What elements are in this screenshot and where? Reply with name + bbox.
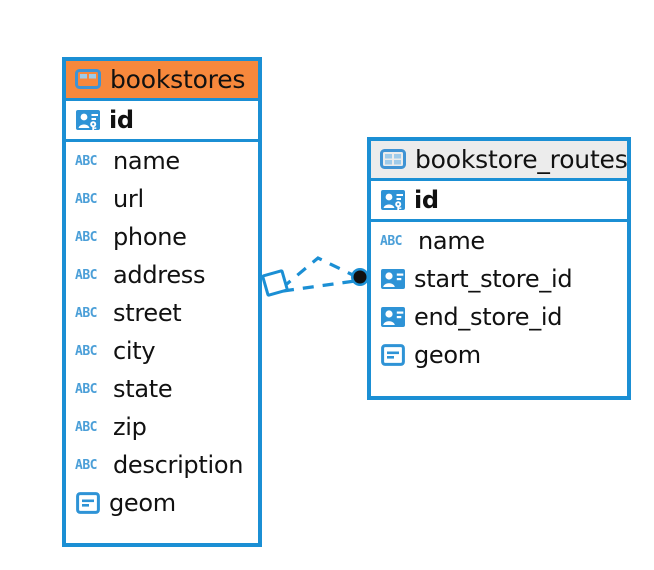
field-row[interactable]: end_store_id <box>371 298 627 336</box>
field-label: address <box>113 261 206 289</box>
field-row[interactable]: geom <box>66 484 258 522</box>
entity-bookstores-header[interactable]: bookstores <box>66 61 258 101</box>
abc-text-icon: ABC <box>75 381 97 397</box>
field-label: end_store_id <box>414 303 563 331</box>
abc-text-icon: ABC <box>75 153 97 169</box>
field-row[interactable]: ABC street <box>66 294 258 332</box>
field-row[interactable]: ABC description <box>66 446 258 484</box>
field-row[interactable]: ABC phone <box>66 218 258 256</box>
field-row[interactable]: ABC name <box>66 142 258 180</box>
abc-text-icon: ABC <box>75 343 97 359</box>
abc-text-icon: ABC <box>380 233 402 249</box>
entity-bookstores-title: bookstores <box>110 64 246 94</box>
foreign-key-icon <box>380 304 406 330</box>
abc-text-icon: ABC <box>75 229 97 245</box>
field-label: description <box>113 451 244 479</box>
entity-bookstore-routes-header[interactable]: bookstore_routes <box>371 141 628 181</box>
abc-text-icon: ABC <box>75 191 97 207</box>
field-row[interactable]: ABC zip <box>66 408 258 446</box>
field-row[interactable]: ABC address <box>66 256 258 294</box>
field-row[interactable]: ABC city <box>66 332 258 370</box>
field-label: geom <box>414 341 481 369</box>
field-label: zip <box>113 413 147 441</box>
foreign-key-icon <box>380 266 406 292</box>
field-row[interactable]: ABC url <box>66 180 258 218</box>
field-row[interactable]: geom <box>371 336 627 374</box>
table-icon <box>75 66 101 92</box>
field-row[interactable]: id <box>66 101 258 142</box>
field-row[interactable]: ABC state <box>66 370 258 408</box>
primary-key-icon <box>75 107 101 133</box>
field-label: street <box>113 299 182 327</box>
table-icon <box>380 146 406 172</box>
abc-text-icon: ABC <box>75 419 97 435</box>
field-row[interactable]: start_store_id <box>371 260 627 298</box>
relationship-line-upper <box>280 256 358 290</box>
abc-text-icon: ABC <box>75 457 97 473</box>
geometry-icon <box>75 490 101 516</box>
field-label: name <box>113 147 180 175</box>
field-label: id <box>109 106 134 134</box>
field-row[interactable]: ABC name <box>371 222 627 260</box>
abc-text-icon: ABC <box>75 305 97 321</box>
relationship-line-lower <box>282 279 356 293</box>
field-label: id <box>414 186 439 214</box>
entity-bookstore-routes[interactable]: bookstore_routes id ABC name <box>367 137 631 400</box>
field-label: state <box>113 375 173 403</box>
field-label: phone <box>113 223 187 251</box>
primary-key-icon <box>380 187 406 213</box>
field-label: url <box>113 185 144 213</box>
entity-bookstore-routes-title: bookstore_routes <box>415 144 628 174</box>
field-label: geom <box>109 489 176 517</box>
abc-text-icon: ABC <box>75 267 97 283</box>
entity-bookstores[interactable]: bookstores id ABC name <box>62 57 262 547</box>
field-row[interactable]: id <box>371 181 627 222</box>
field-label: start_store_id <box>414 265 573 293</box>
field-label: name <box>418 227 485 255</box>
geometry-icon <box>380 342 406 368</box>
field-label: city <box>113 337 156 365</box>
diamond-marker <box>261 269 289 297</box>
